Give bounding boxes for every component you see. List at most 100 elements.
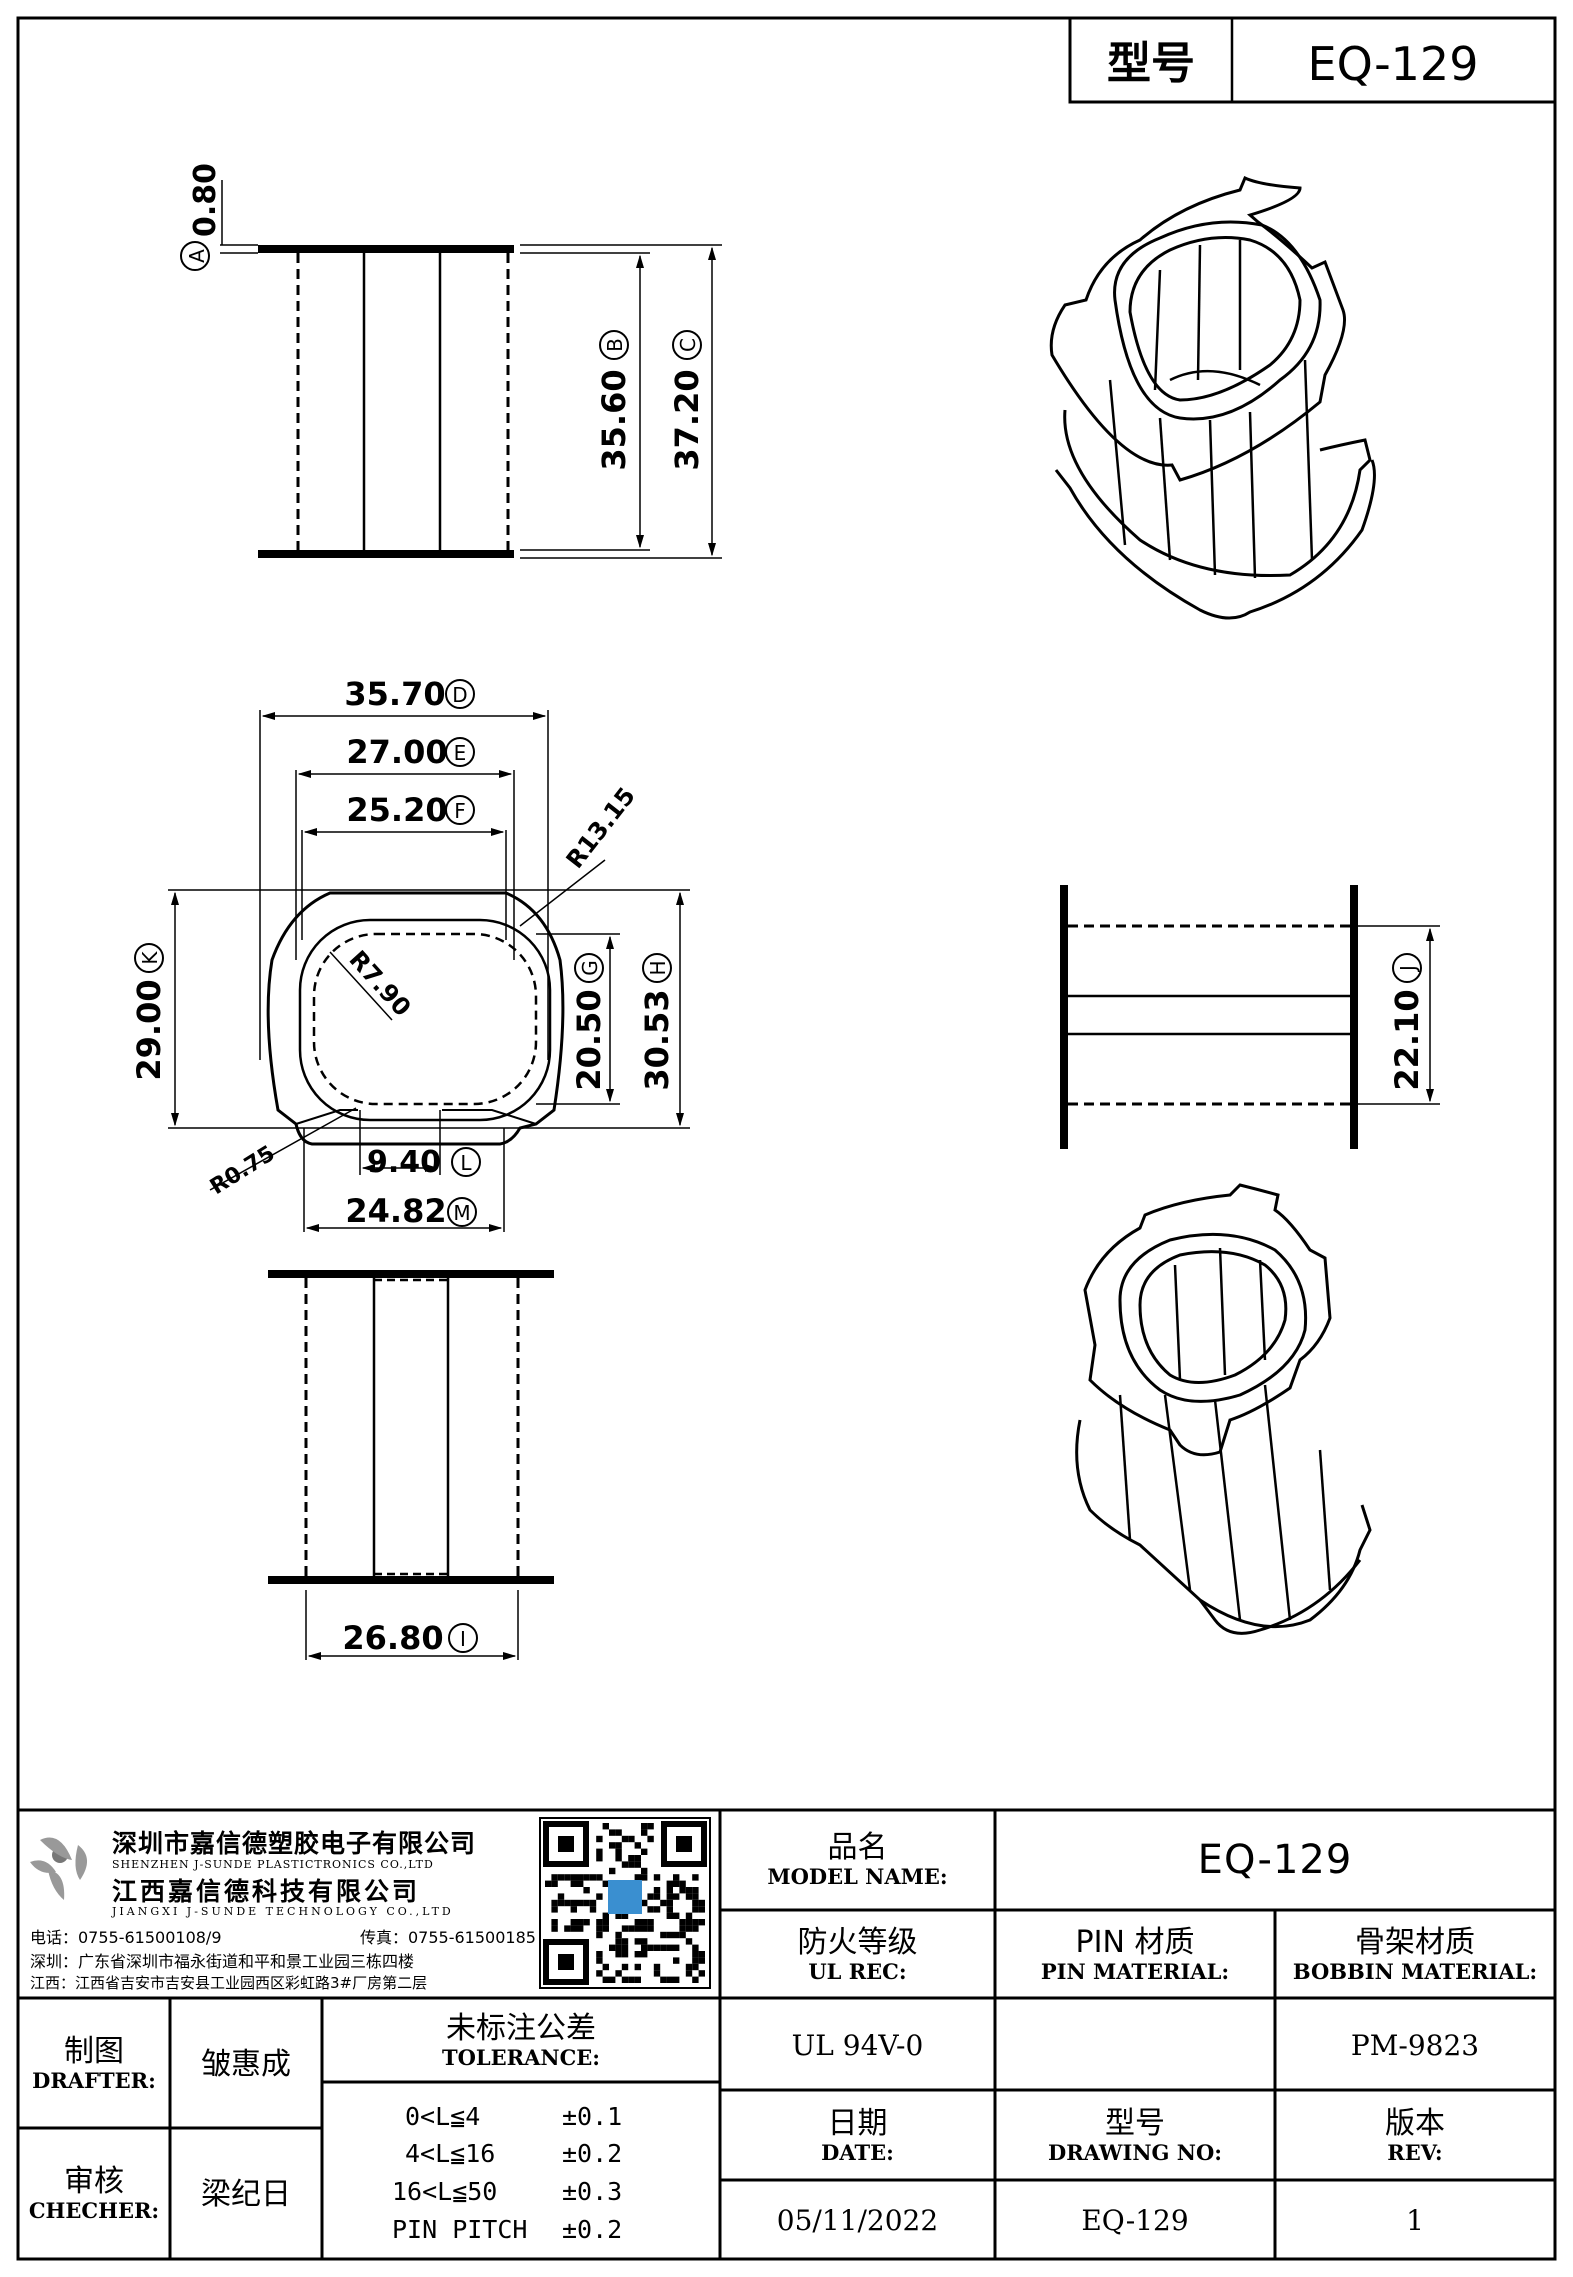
date-label: 日期 DATE: xyxy=(720,2092,995,2180)
marker-c-label: C xyxy=(676,338,700,352)
dim-j-value: 22.10 xyxy=(1388,989,1426,1090)
dim-r-small: R0.75 xyxy=(206,1141,280,1200)
bobbin-cn: 骨架材质 xyxy=(1355,1924,1475,1960)
title-block-grid xyxy=(18,1808,1555,2259)
dim-a-value: 0.80 xyxy=(188,163,223,237)
checker-name: 梁纪日 xyxy=(170,2130,322,2259)
side-view-bottom xyxy=(268,1270,554,1661)
marker-l xyxy=(451,1147,481,1177)
drawing-value: EQ-129 xyxy=(995,2182,1275,2259)
date-value: 05/11/2022 xyxy=(720,2182,995,2259)
dim-k-value: 29.00 xyxy=(130,979,168,1080)
marker-i-label: I xyxy=(460,1627,466,1651)
dim-l-value: 9.40 xyxy=(367,1145,441,1180)
dim-e-value: 27.00 xyxy=(346,733,447,771)
model-name-text: EQ-129 xyxy=(1197,1837,1353,1883)
marker-a-label: A xyxy=(185,249,209,263)
marker-m xyxy=(447,1197,477,1227)
bobbin-value-text: PM-9823 xyxy=(1350,2028,1480,2062)
model-name-value: EQ-129 xyxy=(995,1812,1555,1908)
checker-label: 审核 CHECHER: xyxy=(18,2130,170,2259)
pin-en: PIN MATERIAL: xyxy=(1040,1958,1230,1984)
ul-cn: 防火等级 xyxy=(797,1924,918,1960)
ul-label: 防火等级 UL REC: xyxy=(720,1912,995,1998)
marker-d-label: D xyxy=(452,683,467,707)
tol-value-1: ±0.2 xyxy=(562,2139,623,2168)
marker-k-label: K xyxy=(138,951,162,965)
dim-j: 22.10 J xyxy=(1388,953,1426,1091)
side-view-right xyxy=(1060,885,1440,1149)
model-name-cn: 品名 xyxy=(827,1829,888,1865)
marker-a xyxy=(180,241,210,271)
drafter-label: 制图 DRAFTER: xyxy=(18,2000,170,2128)
isometric-view-bottom xyxy=(1075,1183,1372,1635)
tolerance-en: TOLERANCE: xyxy=(441,2044,601,2070)
company-name-cn: 深圳市嘉信德塑胶电子有限公司 xyxy=(112,1829,477,1858)
drafter-name: 皱惠成 xyxy=(170,2000,322,2128)
company-name2-en: JIANGXI J-SUNDE TECHNOLOGY CO.,LTD xyxy=(112,1905,454,1918)
company-logo xyxy=(30,1837,88,1900)
header-model: EQ-129 xyxy=(1308,37,1479,91)
rev-en: REV: xyxy=(1387,2139,1443,2165)
marker-j xyxy=(1392,953,1422,983)
top-view xyxy=(168,710,690,1233)
drawing-cn: 型号 xyxy=(1105,2105,1165,2141)
tolerance-cn: 未标注公差 xyxy=(446,2010,596,2046)
dim-a: 0.80 A xyxy=(180,163,223,271)
marker-e-label: E xyxy=(454,741,467,765)
marker-e xyxy=(445,737,475,767)
bobbin-value: PM-9823 xyxy=(1275,2000,1555,2090)
dim-h-value: 30.53 xyxy=(638,989,676,1090)
date-cn: 日期 xyxy=(827,2105,888,2141)
dim-k: 29.00 K xyxy=(130,943,168,1081)
ul-value: UL 94V-0 xyxy=(720,2000,995,2090)
marker-h-label: H xyxy=(646,960,670,975)
dim-b: 35.60 B xyxy=(595,330,633,471)
header-label: 型号 xyxy=(1107,38,1195,89)
tol-range-0: 0<L≦4 xyxy=(405,2102,481,2131)
marker-f-label: F xyxy=(454,799,466,823)
drawing-label: 型号 DRAWING NO: xyxy=(995,2092,1275,2180)
marker-g xyxy=(574,953,604,983)
dim-i-value: 26.80 xyxy=(342,1619,443,1657)
dim-m-value: 24.82 xyxy=(345,1192,446,1230)
drafter-name-text: 皱惠成 xyxy=(201,2046,291,2082)
marker-l-label: L xyxy=(460,1151,472,1175)
ul-value-text: UL 94V-0 xyxy=(791,2028,924,2062)
dim-r-outer: R13.15 xyxy=(561,782,641,874)
marker-m-label: M xyxy=(453,1201,470,1225)
header-box: 型号 EQ-129 xyxy=(1068,16,1557,104)
marker-j-label: J xyxy=(1396,965,1420,973)
bobbin-label: 骨架材质 BOBBIN MATERIAL: xyxy=(1275,1912,1555,1998)
bobbin-en: BOBBIN MATERIAL: xyxy=(1292,1958,1538,1984)
drafter-en: DRAFTER: xyxy=(32,2067,156,2093)
date-en: DATE: xyxy=(821,2139,894,2165)
marker-i xyxy=(448,1623,478,1653)
dim-b-value: 35.60 xyxy=(595,369,633,470)
company-fax: 传真：0755-61500185 xyxy=(360,1928,536,1947)
dim-c-value: 37.20 xyxy=(668,369,706,470)
checker-name-text: 梁纪日 xyxy=(201,2177,291,2212)
dim-c: 37.20 C xyxy=(668,330,706,471)
dim-d-value: 35.70 xyxy=(344,675,445,713)
tol-value-2: ±0.3 xyxy=(562,2177,623,2206)
model-name-en: MODEL NAME: xyxy=(767,1863,948,1889)
company-tel: 电话：0755-61500108/9 xyxy=(30,1928,222,1947)
marker-b-label: B xyxy=(603,338,627,352)
marker-b xyxy=(599,330,629,360)
side-view-top xyxy=(220,180,722,559)
drafter-cn: 制图 xyxy=(64,2033,124,2069)
company-name-en: SHENZHEN J-SUNDE PLASTICTRONICS CO.,LTD xyxy=(112,1858,434,1871)
tol-value-0: ±0.1 xyxy=(562,2102,623,2131)
dim-g: 20.50 G xyxy=(570,953,608,1091)
checker-en: CHECHER: xyxy=(28,2198,160,2224)
company-name2-cn: 江西嘉信德科技有限公司 xyxy=(112,1877,421,1906)
tol-range-1: 4<L≦16 xyxy=(405,2139,496,2168)
company-addr-sz: 深圳：广东省深圳市福永街道和平和景工业园三栋四楼 xyxy=(30,1952,415,1971)
company-addr-jx: 江西：江西省吉安市吉安县工业园西区彩虹路3#厂房第二层 xyxy=(30,1974,428,1992)
rev-value: 1 xyxy=(1275,2182,1555,2259)
marker-d xyxy=(445,679,475,709)
marker-h xyxy=(642,953,672,983)
dim-h: 30.53 H xyxy=(638,953,676,1091)
